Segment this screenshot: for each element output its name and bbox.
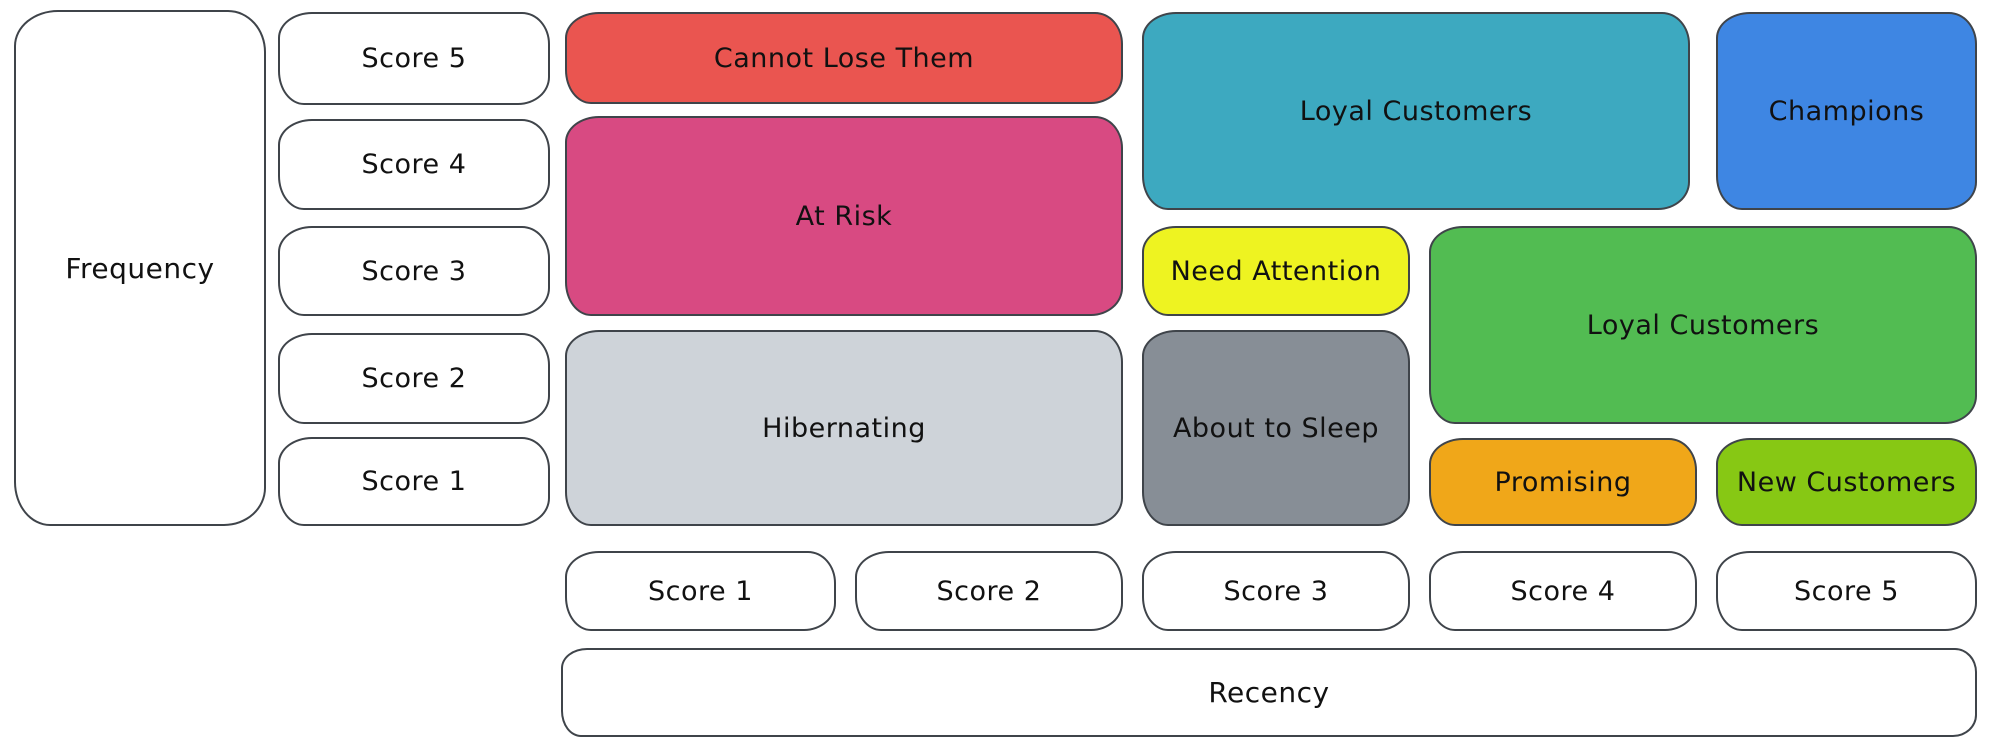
frequency-axis-label: Frequency — [14, 10, 266, 526]
recency-score-5-box: Score 5 — [1716, 551, 1977, 631]
segment-at-risk: At Risk — [565, 116, 1123, 316]
frequency-score-4-box: Score 4 — [278, 119, 550, 210]
segment-promising: Promising — [1429, 438, 1697, 526]
segment-champions: Champions — [1716, 12, 1977, 210]
frequency-score-1-box: Score 1 — [278, 437, 550, 526]
segment-need-attention: Need Attention — [1142, 226, 1410, 316]
segment-new-customers: New Customers — [1716, 438, 1977, 526]
frequency-score-2-box: Score 2 — [278, 333, 550, 424]
segment-about-to-sleep: About to Sleep — [1142, 330, 1410, 526]
segment-cannot-lose-them: Cannot Lose Them — [565, 12, 1123, 104]
recency-axis-label: Recency — [561, 648, 1977, 737]
recency-score-1-box: Score 1 — [565, 551, 836, 631]
segment-hibernating: Hibernating — [565, 330, 1123, 526]
recency-score-4-box: Score 4 — [1429, 551, 1697, 631]
frequency-score-3-box: Score 3 — [278, 226, 550, 316]
recency-score-3-box: Score 3 — [1142, 551, 1410, 631]
frequency-score-5-box: Score 5 — [278, 12, 550, 105]
segment-loyal-customers-teal: Loyal Customers — [1142, 12, 1690, 210]
segment-loyal-customers-green: Loyal Customers — [1429, 226, 1977, 424]
recency-score-2-box: Score 2 — [855, 551, 1123, 631]
